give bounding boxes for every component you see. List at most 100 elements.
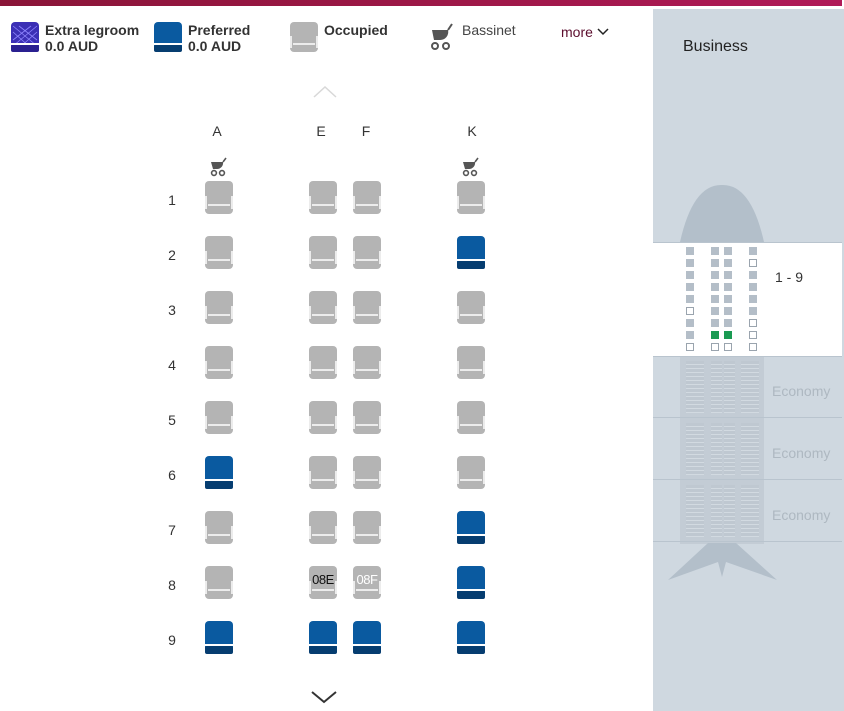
- seat-7a-occupied[interactable]: [204, 511, 234, 545]
- mini-seat-1k: [749, 247, 757, 255]
- mini-seat-8e: [711, 331, 719, 339]
- seat-6e-occupied[interactable]: [308, 456, 338, 490]
- seat-5k-occupied[interactable]: [456, 401, 486, 435]
- seat-1e-occupied[interactable]: [308, 181, 338, 215]
- more-label: more: [561, 24, 593, 40]
- seat-4e-occupied[interactable]: [308, 346, 338, 380]
- mini-seat-7f: [724, 319, 732, 327]
- row-number: 9: [168, 632, 176, 648]
- seat-3f-occupied[interactable]: [352, 291, 382, 325]
- mini-seat-5f: [724, 295, 732, 303]
- seat-6k-occupied[interactable]: [456, 456, 486, 490]
- mini-seat-3f: [724, 271, 732, 279]
- legend-extra-legroom-label: Extra legroom: [45, 22, 140, 38]
- economy-seat-block: [741, 361, 759, 413]
- brand-top-bar: [0, 0, 842, 6]
- seat-8a-occupied[interactable]: [204, 566, 234, 600]
- seat-8k-preferred[interactable]: [456, 566, 486, 600]
- seat-5e-occupied[interactable]: [308, 401, 338, 435]
- seat-9a-preferred[interactable]: [204, 621, 234, 655]
- mini-seat-8k: [749, 331, 757, 339]
- row-number: 3: [168, 302, 176, 318]
- mini-seat-5e: [711, 295, 719, 303]
- preferred-seat-icon: [154, 22, 182, 52]
- seat-2f-occupied[interactable]: [352, 236, 382, 270]
- scroll-up-chevron-icon[interactable]: [312, 84, 338, 100]
- legend-bassinet-label: Bassinet: [462, 22, 516, 38]
- economy-seat-block: [686, 485, 704, 537]
- mini-seat-7k: [749, 319, 757, 327]
- mini-seat-6k: [749, 307, 757, 315]
- mini-seat-2a: [686, 259, 694, 267]
- seat-7f-occupied[interactable]: [352, 511, 382, 545]
- seat-9k-preferred[interactable]: [456, 621, 486, 655]
- economy-section-3[interactable]: [653, 481, 842, 542]
- row-number: 7: [168, 522, 176, 538]
- column-label-f: F: [361, 123, 371, 139]
- seat-number-label: 08F: [356, 572, 378, 587]
- mini-seat-6e: [711, 307, 719, 315]
- seat-8f-occupied[interactable]: 08F: [352, 566, 382, 600]
- stroller-icon: [462, 157, 479, 177]
- mini-seat-6f: [724, 307, 732, 315]
- seat-6a-preferred[interactable]: [204, 456, 234, 490]
- legend-preferred-price: 0.0 AUD: [188, 38, 242, 54]
- seat-1a-occupied[interactable]: [204, 181, 234, 215]
- mini-seat-2k: [749, 259, 757, 267]
- more-legend-button[interactable]: more: [561, 24, 609, 40]
- seat-6f-occupied[interactable]: [352, 456, 382, 490]
- economy-section-label: Economy: [772, 507, 831, 523]
- seat-5f-occupied[interactable]: [352, 401, 382, 435]
- economy-section-1[interactable]: [653, 357, 842, 418]
- legend-occupied-label: Occupied: [324, 22, 388, 38]
- mini-seat-7e: [711, 319, 719, 327]
- mini-seat-1f: [724, 247, 732, 255]
- seat-number-label: 08E: [312, 572, 334, 587]
- legend-extra-legroom-price: 0.0 AUD: [45, 38, 99, 54]
- scroll-down-chevron-icon[interactable]: [310, 688, 338, 706]
- mini-map-current-section[interactable]: [653, 242, 842, 357]
- cabin-title: Business: [683, 38, 748, 55]
- mini-seat-7a: [686, 319, 694, 327]
- legend-extra-legroom: Extra legroom 0.0 AUD: [11, 22, 139, 56]
- economy-section-label: Economy: [772, 445, 831, 461]
- seat-1f-occupied[interactable]: [352, 181, 382, 215]
- row-number: 4: [168, 357, 176, 373]
- seat-8e-occupied[interactable]: 08E: [308, 566, 338, 600]
- seat-4k-occupied[interactable]: [456, 346, 486, 380]
- seat-2a-occupied[interactable]: [204, 236, 234, 270]
- legend-occupied: Occupied: [290, 22, 388, 56]
- column-label-e: E: [316, 123, 326, 139]
- legend-preferred-label: Preferred: [188, 22, 251, 38]
- seat-4f-occupied[interactable]: [352, 346, 382, 380]
- economy-seat-block: [686, 361, 704, 413]
- seat-4a-occupied[interactable]: [204, 346, 234, 380]
- seat-9e-preferred[interactable]: [308, 621, 338, 655]
- economy-seat-block: [711, 361, 722, 413]
- seat-9f-preferred[interactable]: [352, 621, 382, 655]
- seat-1k-occupied[interactable]: [456, 181, 486, 215]
- mini-seat-3a: [686, 271, 694, 279]
- economy-seat-block: [711, 423, 722, 475]
- column-label-k: K: [467, 123, 477, 139]
- seat-3e-occupied[interactable]: [308, 291, 338, 325]
- row-number: 5: [168, 412, 176, 428]
- seat-5a-occupied[interactable]: [204, 401, 234, 435]
- mini-seat-2e: [711, 259, 719, 267]
- seat-2e-occupied[interactable]: [308, 236, 338, 270]
- row-number: 1: [168, 192, 176, 208]
- mini-seat-3e: [711, 271, 719, 279]
- seat-7k-preferred[interactable]: [456, 511, 486, 545]
- seat-2k-preferred[interactable]: [456, 236, 486, 270]
- economy-section-2[interactable]: [653, 419, 842, 480]
- mini-seat-9e: [711, 343, 719, 351]
- seat-3k-occupied[interactable]: [456, 291, 486, 325]
- mini-map-range-label: 1 - 9: [775, 269, 804, 285]
- seat-3a-occupied[interactable]: [204, 291, 234, 325]
- mini-seat-5a: [686, 295, 694, 303]
- extra-legroom-seat-icon: [11, 22, 39, 52]
- economy-seat-block: [724, 361, 735, 413]
- economy-seat-block: [724, 423, 735, 475]
- occupied-seat-icon: [290, 22, 318, 52]
- seat-7e-occupied[interactable]: [308, 511, 338, 545]
